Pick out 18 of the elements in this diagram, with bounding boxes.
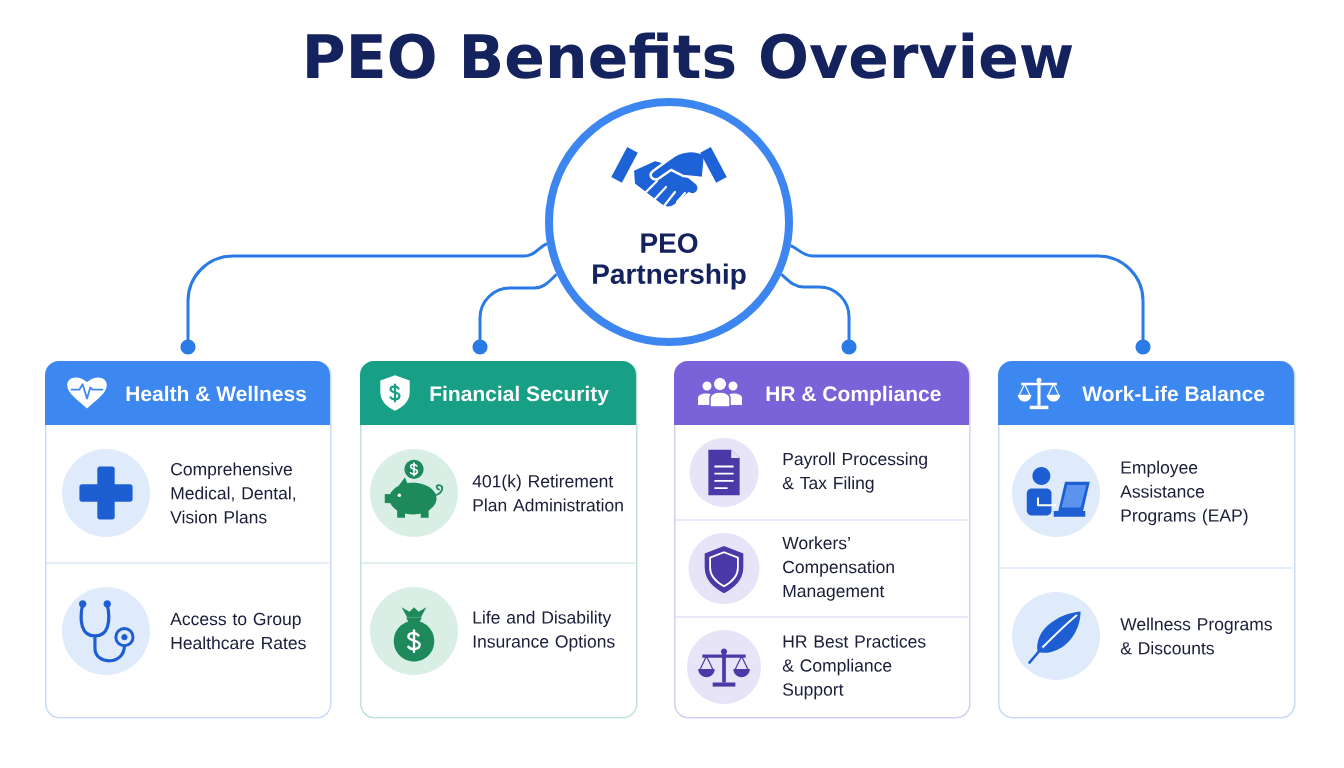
connector-line bbox=[472, 273, 558, 355]
benefit-text: 401(k) Retirement Plan Administration bbox=[472, 474, 623, 512]
benefit-text: Workers’ Compensation Management bbox=[782, 536, 894, 601]
benefit-text: HR Best Practices & Compliance Support bbox=[782, 634, 926, 700]
benefit-text: Comprehensive Medical, Dental, Vision Plans bbox=[170, 462, 296, 524]
connector-line bbox=[780, 273, 857, 355]
benefit-text: Payroll Processing & Tax Filing bbox=[782, 452, 927, 493]
card-header: Work-Life Balance bbox=[998, 361, 1294, 425]
title: PEO Benefits Overview bbox=[307, 32, 1073, 79]
card-header: Health & Wellness bbox=[45, 361, 330, 425]
card-header: Financial Security bbox=[360, 361, 636, 425]
connector-line bbox=[180, 242, 548, 355]
benefit-text: Life and Disability Insurance Options bbox=[473, 610, 615, 652]
benefit-text: Access to Group Healthcare Rates bbox=[170, 612, 306, 650]
benefit-text: Wellness Programs & Discounts bbox=[1120, 617, 1272, 655]
connector-line bbox=[790, 244, 1151, 355]
benefit-text: Employee Assistance Programs (EAP) bbox=[1120, 460, 1248, 526]
card-header: HR & Compliance bbox=[674, 361, 969, 425]
